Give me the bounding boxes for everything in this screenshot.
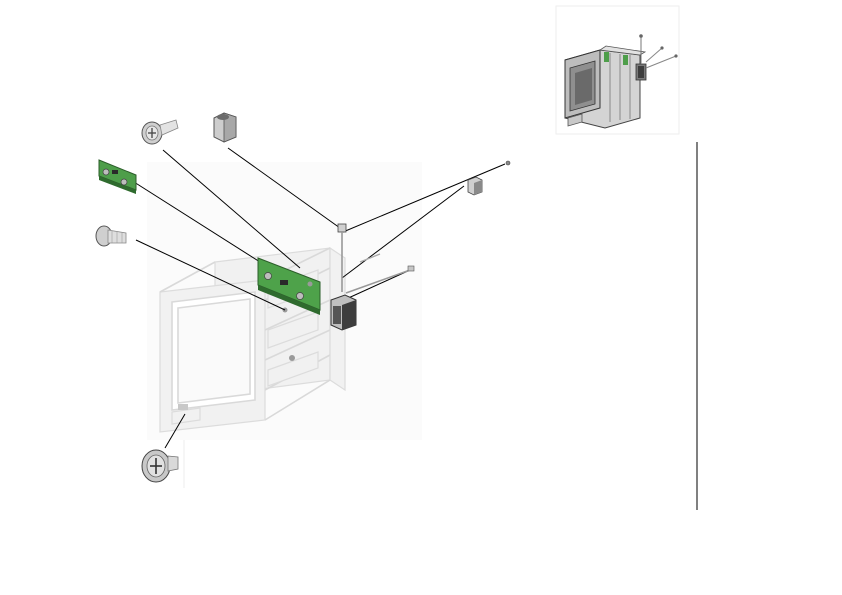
leader-block — [343, 269, 411, 301]
phillips-pan-head-screw-small — [141, 119, 179, 145]
leader-lines — [133, 147, 506, 449]
connector-clip — [467, 176, 483, 196]
leader-screw-small — [162, 149, 301, 269]
leader-standoff — [227, 147, 341, 229]
leader-board — [133, 181, 261, 263]
ghost-housing — [147, 162, 422, 440]
connector-block — [330, 294, 357, 331]
pan-head-screw — [95, 225, 127, 247]
leader-pin — [342, 163, 506, 233]
leader-pan-screw — [135, 239, 286, 311]
circuit-board-installed — [257, 257, 321, 315]
hex-spacer-standoff — [213, 112, 237, 143]
assembled-unit-inset — [555, 5, 680, 135]
leader-flange-screw — [164, 413, 186, 449]
circuit-board — [98, 159, 137, 194]
phillips-flange-screw — [141, 449, 179, 483]
leader-clip — [341, 185, 465, 279]
cable-pin — [337, 160, 511, 294]
